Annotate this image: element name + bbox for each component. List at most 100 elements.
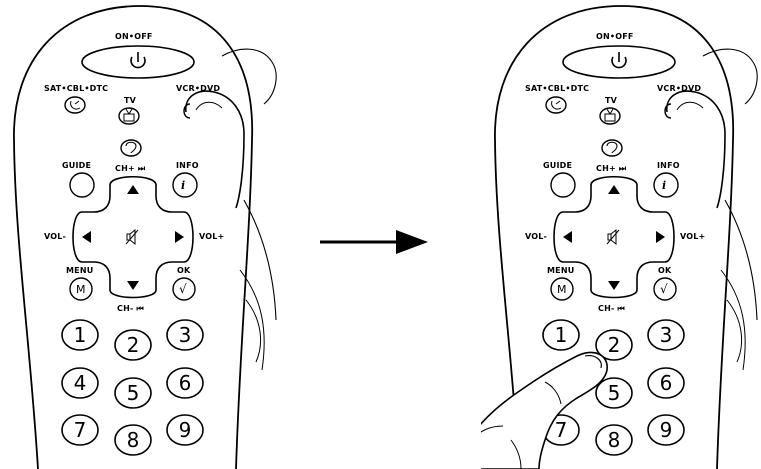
- key-6-shape: [647, 367, 685, 399]
- key-2-label: 2: [607, 333, 621, 357]
- key-6-label: 6: [178, 371, 192, 395]
- key-4-shape: [61, 367, 99, 399]
- satellite-dish-icon: [70, 100, 81, 110]
- ch-plus-label: CH+ ⏭: [596, 164, 627, 173]
- thumb: [185, 90, 245, 209]
- key-1-button-after[interactable]: [543, 320, 579, 350]
- hand-outline: [720, 269, 746, 371]
- remote-before: ON•OFF SAT•CBL•DTC TV VCR•DVD GUIDE INFO…: [0, 0, 280, 469]
- tv-icon: [604, 108, 616, 122]
- key-3-label: 3: [659, 323, 673, 347]
- info-glyph: i: [181, 179, 186, 192]
- guide-button-shape: [550, 172, 576, 198]
- key-3-label: 3: [178, 323, 192, 347]
- menu-label: MENU: [547, 266, 575, 275]
- vcr-button-shape: [664, 103, 672, 119]
- ok-glyph: √: [179, 282, 187, 296]
- key-9-label: 9: [659, 418, 673, 442]
- menu-glyph: M: [557, 283, 567, 296]
- key-5-label: 5: [607, 381, 621, 405]
- dpad: [553, 176, 675, 299]
- key-4-label: 4: [73, 371, 87, 395]
- power-icon: [130, 52, 146, 69]
- vcr-dvd-label: VCR•DVD: [176, 84, 221, 93]
- hand-outline: [243, 199, 277, 321]
- hand-outline: [221, 48, 277, 105]
- sat-cbl-dtc-label: SAT•CBL•DTC: [44, 84, 109, 93]
- down-arrow-icon: [608, 281, 620, 290]
- key-1-label: 1: [554, 323, 568, 347]
- key-9-shape: [647, 414, 685, 446]
- tv-button-shape: [118, 107, 140, 125]
- hand-outline: [245, 299, 262, 363]
- menu-glyph: M: [76, 283, 86, 296]
- info-button-shape: [172, 172, 198, 198]
- ch-minus-label: CH- ⏮: [598, 304, 625, 313]
- ch-minus-label: CH- ⏮: [117, 304, 144, 313]
- hand-outline: [724, 199, 758, 321]
- mute-icon: [606, 228, 620, 246]
- up-arrow-icon: [127, 185, 139, 194]
- remote-after: ON•OFF SAT•CBL•DTC TV VCR•DVD GUIDE INFO…: [481, 0, 761, 469]
- key-1-shape: [61, 319, 99, 351]
- key-6-label: 6: [659, 371, 673, 395]
- up-arrow-icon: [608, 185, 620, 194]
- mute-icon: [125, 228, 139, 246]
- key-1-label: 1: [73, 323, 87, 347]
- key-5-label: 5: [126, 381, 140, 405]
- key-7-label: 7: [554, 418, 568, 442]
- key-2-shape: [114, 329, 152, 361]
- key-8-label: 8: [126, 428, 140, 452]
- ok-label: OK: [658, 266, 672, 275]
- thumbnail: [676, 101, 704, 111]
- ch-plus-label: CH+ ⏭: [115, 164, 146, 173]
- ok-glyph: √: [660, 282, 668, 296]
- key-9-label: 9: [178, 418, 192, 442]
- vcr-button-shape: [183, 103, 191, 119]
- tv-label: TV: [605, 96, 618, 105]
- right-arrow-icon: [320, 230, 428, 254]
- remote-body: [494, 5, 734, 469]
- vcr-dvd-label: VCR•DVD: [657, 84, 702, 93]
- down-arrow-icon: [127, 281, 139, 290]
- pressing-finger: [481, 351, 608, 469]
- ok-button-shape: [653, 277, 677, 301]
- tv-icon: [123, 108, 135, 122]
- hand-outline: [239, 269, 265, 371]
- satellite-dish-icon: [551, 100, 562, 110]
- remote-body: [13, 5, 253, 469]
- vol-minus-label: VOL-: [525, 232, 548, 241]
- key-3-shape: [647, 319, 685, 351]
- on-off-label: ON•OFF: [596, 32, 634, 41]
- key-1-button-before[interactable]: [62, 320, 98, 350]
- menu-label: MENU: [66, 266, 94, 275]
- info-label: INFO: [176, 161, 199, 170]
- key-1-shape: [542, 319, 580, 351]
- left-arrow-icon: [563, 231, 572, 243]
- key-8-shape: [114, 424, 152, 456]
- menu-button-shape: [550, 277, 574, 301]
- key-8-shape: [595, 424, 633, 456]
- key-7-label: 7: [73, 418, 87, 442]
- info-glyph: i: [662, 179, 667, 192]
- guide-label: GUIDE: [543, 161, 573, 170]
- key-9-shape: [166, 414, 204, 446]
- info-label: INFO: [657, 161, 680, 170]
- key-2-label: 2: [126, 333, 140, 357]
- right-arrow-icon: [175, 231, 184, 243]
- guide-label: GUIDE: [62, 161, 92, 170]
- right-arrow-icon: [656, 231, 665, 243]
- thumb: [666, 90, 726, 209]
- left-arrow-icon: [82, 231, 91, 243]
- vol-plus-label: VOL+: [199, 232, 225, 241]
- key-3-shape: [166, 319, 204, 351]
- dpad: [72, 176, 194, 299]
- guide-button-shape: [69, 172, 95, 198]
- sat-button-shape: [545, 96, 567, 114]
- remote-before-drawing: [13, 5, 277, 469]
- vol-plus-label: VOL+: [680, 232, 706, 241]
- ok-button-shape: [172, 277, 196, 301]
- vol-minus-label: VOL-: [44, 232, 67, 241]
- sat-cbl-dtc-label: SAT•CBL•DTC: [525, 84, 590, 93]
